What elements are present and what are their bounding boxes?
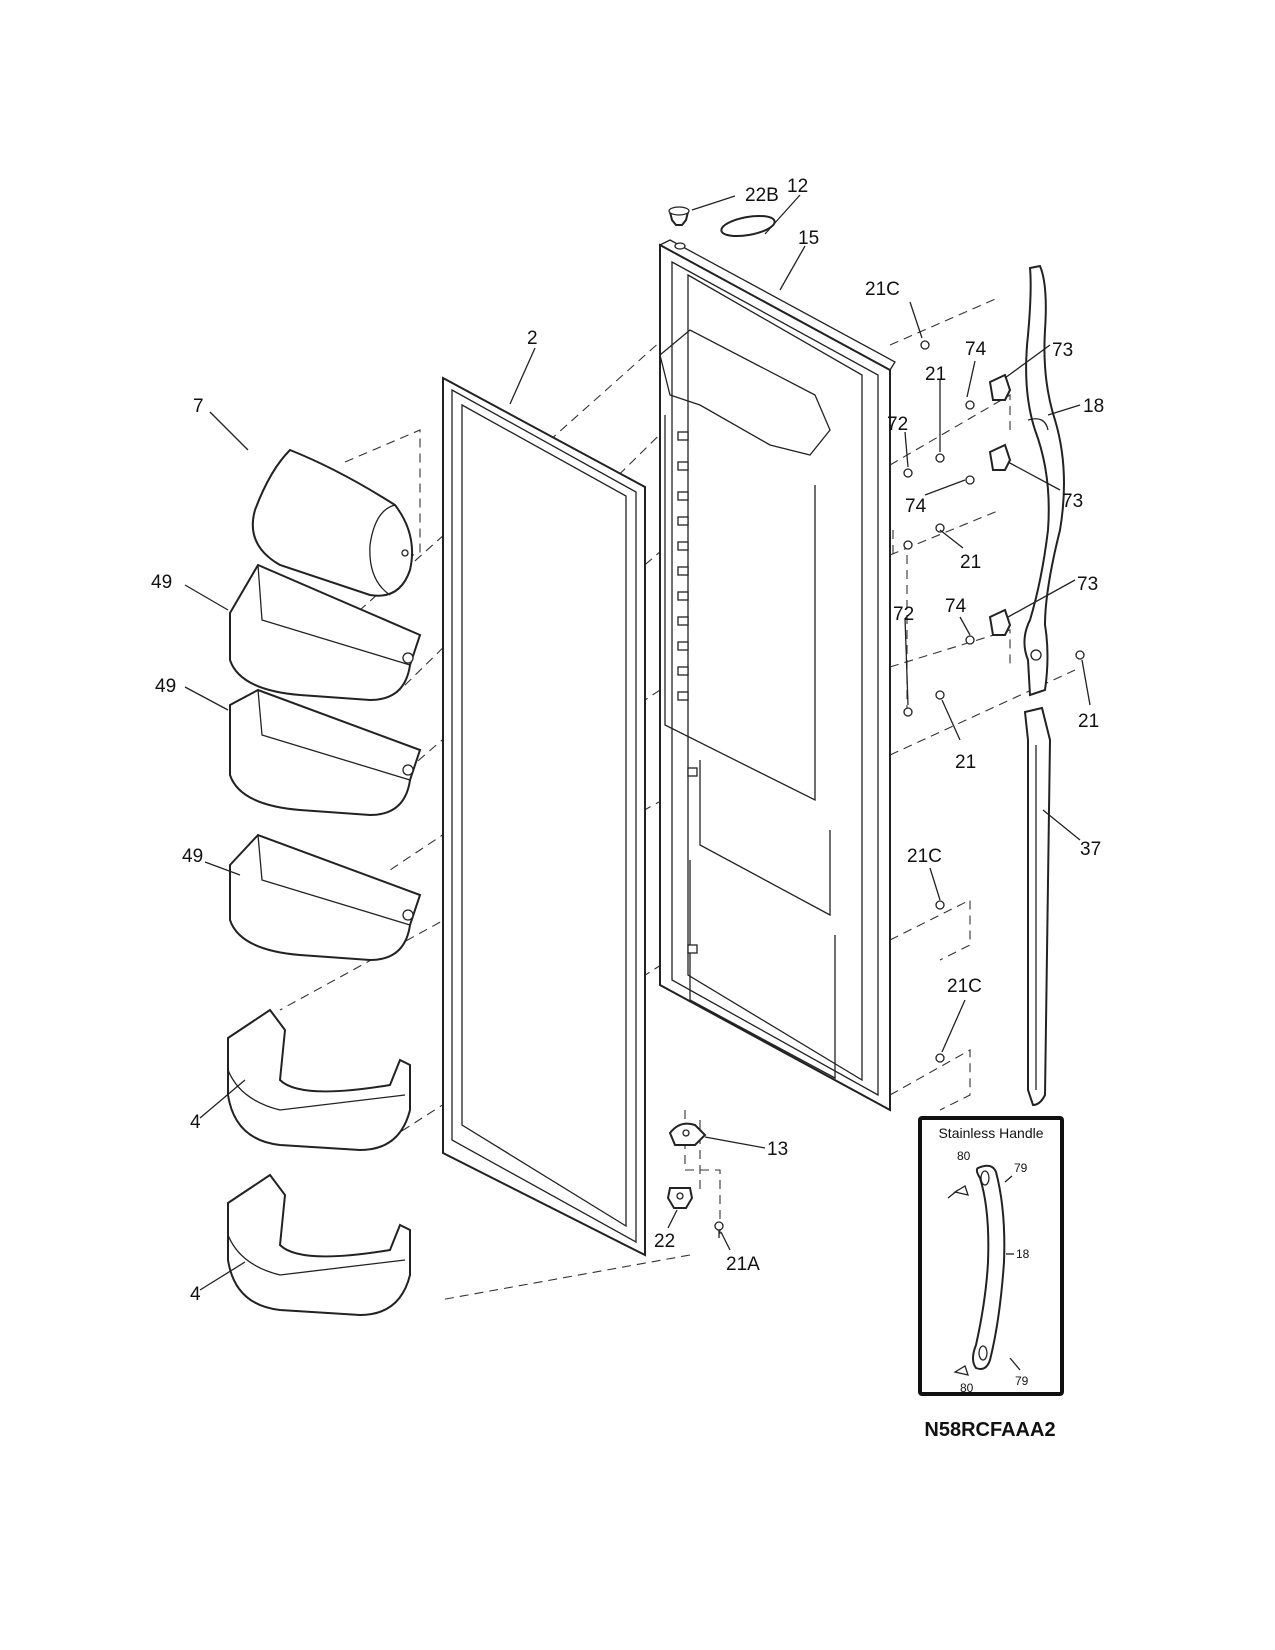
part-2-door-gasket <box>442 376 646 1257</box>
part-73-handle-mounts <box>988 373 1012 636</box>
callout-73-middle: 73 <box>1062 491 1083 512</box>
callout-21-lower: 21 <box>955 752 976 773</box>
part-22b-plug <box>668 206 690 250</box>
callout-72-upper: 72 <box>887 414 908 435</box>
callout-2: 2 <box>527 328 538 349</box>
callout-4-upper: 4 <box>190 1112 201 1133</box>
callout-74-bottom: 74 <box>945 596 967 617</box>
part-4-door-shelves <box>227 1008 411 1317</box>
inset-callout-79-bottom: 79 <box>1015 1374 1029 1388</box>
callout-73-bottom: 73 <box>1077 574 1098 595</box>
callout-73-top: 73 <box>1052 340 1073 361</box>
part-18-door-handle <box>1023 264 1065 697</box>
door-bin-upper <box>229 563 422 702</box>
inset-callout-79-top: 79 <box>1014 1161 1028 1175</box>
callout-21-top: 21 <box>925 364 946 385</box>
callout-21a: 21A <box>726 1254 760 1275</box>
callout-72-lower: 72 <box>893 604 914 625</box>
inset-callout-80-bottom: 80 <box>960 1381 974 1395</box>
shelf-pegs <box>677 431 698 954</box>
callout-37: 37 <box>1080 839 1101 860</box>
callout-49-middle: 49 <box>155 676 176 697</box>
callout-13: 13 <box>767 1139 788 1160</box>
model-code: N58RCFAAA2 <box>924 1419 1055 1441</box>
callout-21c-middle: 21C <box>907 846 942 867</box>
part-7-dairy-cover <box>251 448 414 597</box>
callout-49-upper: 49 <box>151 572 172 593</box>
inset-callout-80-top: 80 <box>957 1149 971 1163</box>
callout-12: 12 <box>787 176 808 197</box>
leader-lines <box>184 194 1091 1291</box>
callout-21c-top: 21C <box>865 279 900 300</box>
door-shelf-upper <box>227 1008 411 1152</box>
fasteners <box>903 340 1085 1063</box>
callout-22b: 22B <box>745 185 779 206</box>
callout-7: 7 <box>193 396 204 417</box>
stainless-handle-inset: Stainless Handle 80 79 18 80 79 <box>918 1116 1064 1396</box>
callout-4-lower: 4 <box>190 1284 201 1305</box>
callout-21c-bottom: 21C <box>947 976 982 997</box>
part-13-hinge-bracket <box>668 1122 707 1146</box>
callout-18: 18 <box>1083 396 1104 417</box>
part-49-door-bins <box>229 563 422 962</box>
door-shelf-lower <box>227 1173 411 1317</box>
callout-74-top: 74 <box>965 339 987 360</box>
door-bin-lower <box>229 833 422 962</box>
callout-49-lower: 49 <box>182 846 203 867</box>
callout-labels: 22B 12 15 2 7 49 49 49 4 4 21C 21C 21C 7… <box>151 176 1104 1305</box>
part-21a-screw <box>714 1221 724 1238</box>
part-15-door-liner <box>659 239 896 1112</box>
callout-21-upper: 21 <box>960 552 981 573</box>
callout-15: 15 <box>798 228 819 249</box>
inset-callout-18: 18 <box>1016 1247 1030 1261</box>
part-22-bushing <box>666 1187 694 1209</box>
callout-22: 22 <box>654 1231 675 1252</box>
part-37-handle-trim <box>1023 706 1052 1107</box>
callout-74-middle: 74 <box>905 496 927 517</box>
part-12-hinge-cover <box>720 214 776 238</box>
door-bin-middle <box>229 688 422 817</box>
inset-title: Stainless Handle <box>938 1125 1043 1141</box>
callout-21-right: 21 <box>1078 711 1099 732</box>
